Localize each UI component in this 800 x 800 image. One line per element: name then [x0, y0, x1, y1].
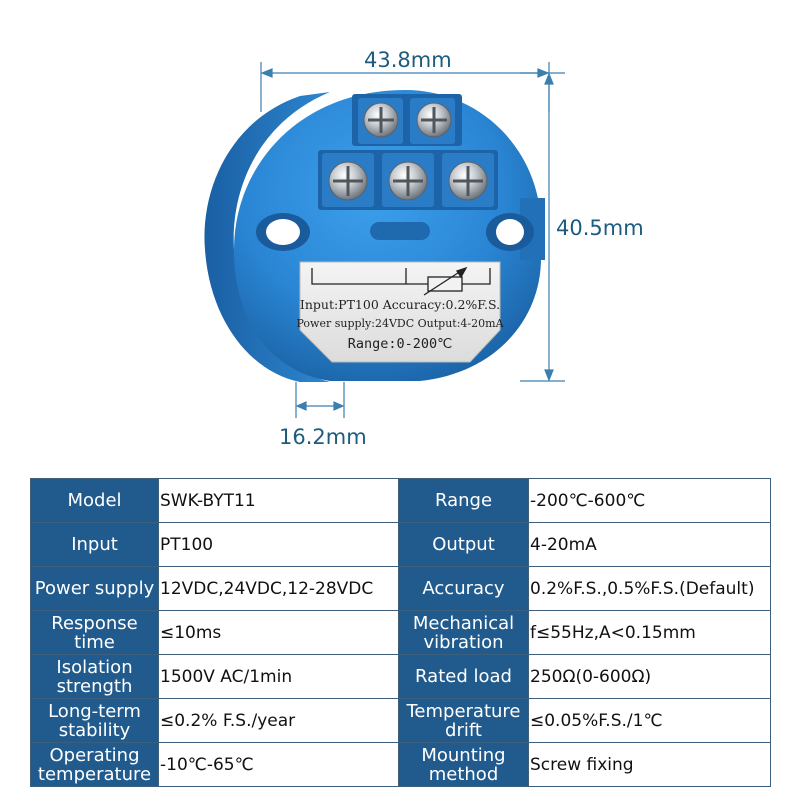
- spec-value: 4-20mA: [528, 522, 771, 567]
- spec-value: -200℃-600℃: [528, 478, 771, 523]
- spec-label: Long-term stability: [30, 698, 159, 743]
- dimension-lines: [260, 62, 565, 418]
- spec-value: 1500V AC/1min: [158, 654, 399, 699]
- spec-label: Operating temperature: [30, 742, 159, 787]
- label-line-range: Range:0-200℃: [348, 336, 453, 352]
- table-row: Isolation strength 1500V AC/1min Rated loa…: [30, 654, 771, 699]
- spec-label-text: Mounting method: [421, 744, 506, 785]
- spec-value: SWK-BYT11: [158, 478, 399, 523]
- spec-label: Model: [30, 478, 159, 523]
- spec-label: Input: [30, 522, 159, 567]
- height-dimension-label: 40.5mm: [556, 216, 644, 240]
- mounting-holes: [256, 213, 534, 251]
- label-line-input: Input:PT100 Accuracy:0.2%F.S.: [300, 297, 500, 312]
- spec-label-text: Range: [434, 490, 493, 511]
- spec-label-text: Response time: [51, 612, 138, 653]
- spec-value: 0.2%F.S.,0.5%F.S.(Default): [528, 566, 771, 611]
- spec-label-text: Mechanical vibration: [412, 612, 515, 653]
- spec-value: ≤0.2% F.S./year: [158, 698, 399, 743]
- spec-label: Range: [398, 478, 529, 523]
- spec-label: Accuracy: [398, 566, 529, 611]
- table-row: Operating temperature-10℃-65℃ Mounting me…: [30, 742, 771, 787]
- spec-label: Isolation strength: [30, 654, 159, 699]
- spec-value: -10℃-65℃: [158, 742, 399, 787]
- spec-label: Response time: [30, 610, 159, 655]
- spec-label-text: Rated load: [415, 666, 512, 687]
- spec-label: Power supply: [30, 566, 159, 611]
- spec-value: PT100: [158, 522, 399, 567]
- spec-label: Mechanical vibration: [398, 610, 529, 655]
- spec-label-text: Input: [71, 534, 118, 555]
- spec-label: Rated load: [398, 654, 529, 699]
- spec-label-text: Model: [67, 490, 122, 511]
- spec-value: 12VDC,24VDC,12-28VDC: [158, 566, 399, 611]
- depth-dimension-label: 16.2mm: [279, 425, 367, 449]
- spec-label-text: Temperature drift: [406, 700, 521, 741]
- spec-value: ≤0.05%F.S./1℃: [528, 698, 771, 743]
- label-plate-diagram: [311, 266, 491, 296]
- spec-label-text: Power supply: [34, 578, 155, 599]
- spec-label-text: Long-term stability: [48, 700, 141, 741]
- terminal-screws: [328, 102, 488, 201]
- table-row: Input PT100 Output 4-20mA: [30, 522, 771, 567]
- spec-label-text: Isolation strength: [56, 656, 133, 697]
- spec-label-text: Output: [432, 534, 495, 555]
- product-illustration: Input:PT100 Accuracy:0.2%F.S. Power supp…: [204, 62, 565, 418]
- spec-value: Screw fixing: [528, 742, 771, 787]
- label-line-power: Power supply:24VDC Output:4-20mA: [296, 317, 504, 330]
- table-row: Response time ≤10ms Mechanical vibration f≤…: [30, 610, 771, 655]
- table-row: Model SWK-BYT11 Range -200℃-600℃: [30, 478, 771, 523]
- spec-label: Output: [398, 522, 529, 567]
- spec-label: Temperature drift: [398, 698, 529, 743]
- width-dimension-label: 43.8mm: [364, 48, 452, 72]
- spec-value: 250Ω(0-600Ω): [528, 654, 771, 699]
- spec-label: Mounting method: [398, 742, 529, 787]
- housing-side: [204, 92, 330, 382]
- spec-label-text: Operating temperature: [37, 744, 152, 785]
- spec-label-text: Accuracy: [422, 578, 505, 599]
- spec-value: f≤55Hz,A<0.15mm: [528, 610, 771, 655]
- spec-value: ≤10ms: [158, 610, 399, 655]
